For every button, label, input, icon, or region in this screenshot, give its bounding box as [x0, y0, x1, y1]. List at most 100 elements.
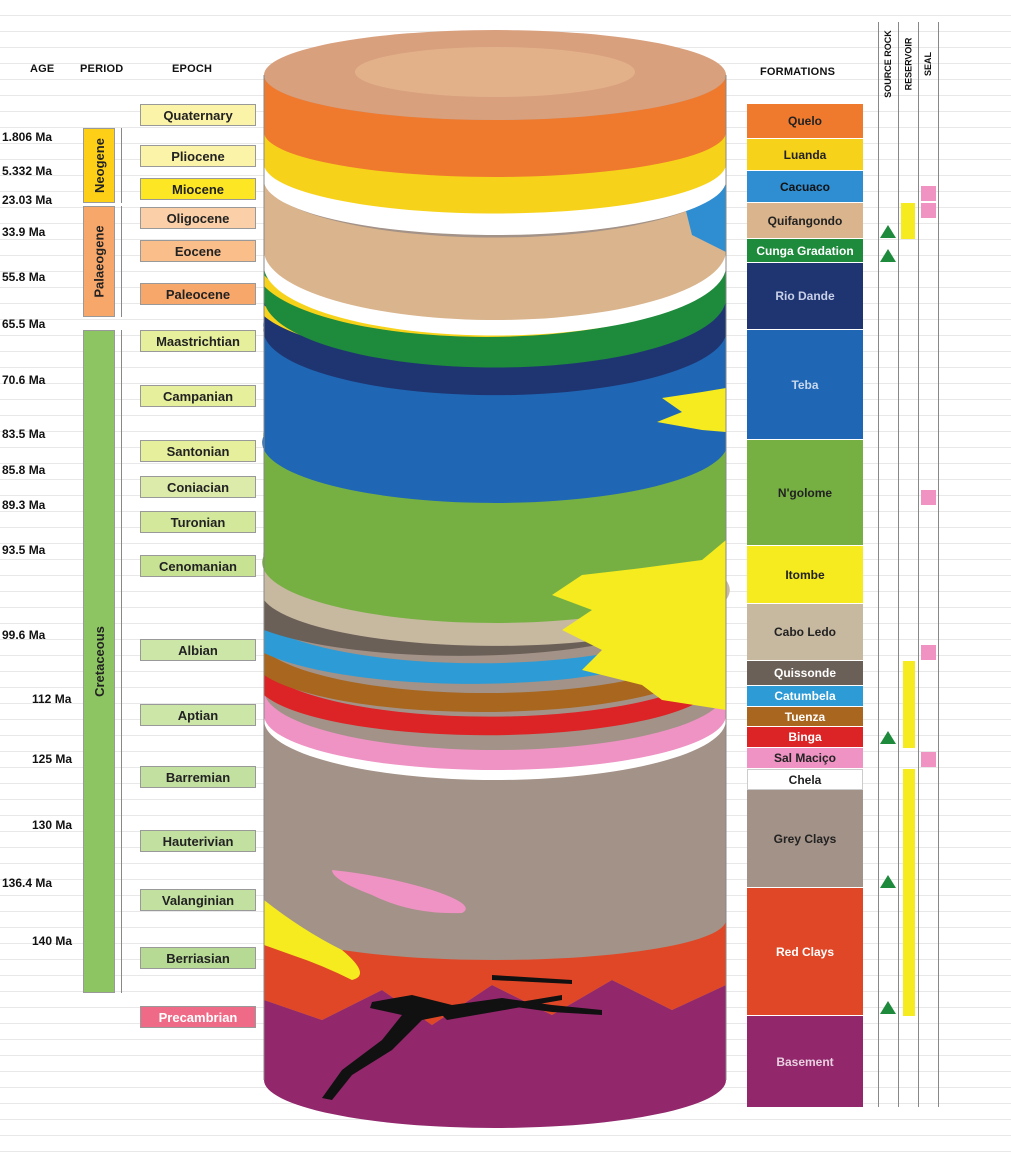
epoch-barremian: Barremian	[140, 766, 256, 788]
epoch-miocene: Miocene	[140, 178, 256, 200]
epoch-precambrian: Precambrian	[140, 1006, 256, 1028]
age-label: 140 Ma	[32, 934, 73, 948]
epoch-coniacian: Coniacian	[140, 476, 256, 498]
layer-binga	[264, 670, 702, 736]
layer-quelo	[264, 75, 726, 177]
age-label: 85.8 Ma	[2, 463, 46, 477]
layer-white-band	[263, 245, 726, 336]
age-label: 83.5 Ma	[2, 427, 46, 441]
age-label: 125 Ma	[32, 752, 73, 766]
source-rock-triangle-icon	[880, 225, 896, 238]
cylinder-outline	[263, 75, 727, 1080]
source-rock-triangle-icon	[880, 249, 896, 262]
epoch-turonian: Turonian	[140, 511, 256, 533]
epoch-aptian: Aptian	[140, 704, 256, 726]
age-label: 55.8 Ma	[2, 270, 46, 284]
column-divider	[938, 22, 939, 1107]
epoch-paleocene: Paleocene	[140, 283, 256, 305]
formation-teba: Teba	[747, 330, 863, 440]
source-rock-triangle-icon	[880, 875, 896, 888]
age-label: 136.4 Ma	[2, 876, 53, 890]
age-label: 89.3 Ma	[2, 498, 46, 512]
column-divider	[918, 22, 919, 1107]
formation-sal-macico: Sal Maciço	[747, 748, 863, 769]
layer-rio-dande	[263, 290, 726, 396]
period-palaeogene: Palaeogene	[83, 206, 115, 317]
layer-white-band-2	[263, 160, 726, 236]
age-label: 65.5 Ma	[2, 317, 46, 331]
period-cretaceous: Cretaceous	[83, 330, 115, 993]
cylinder-top-highlight	[355, 47, 635, 97]
seal-square-icon	[921, 645, 936, 660]
layer-teba-sand	[657, 388, 726, 432]
layer-cunga	[263, 260, 726, 368]
source-rock-triangle-icon	[880, 731, 896, 744]
formation-tuenza: Tuenza	[747, 707, 863, 727]
epoch-eocene: Eocene	[140, 240, 256, 262]
reservoir-bar-icon	[903, 661, 915, 748]
formation-cabo-ledo: Cabo Ledo	[747, 604, 863, 661]
layer-luanda	[263, 130, 726, 214]
layer-grey-clays-lens	[332, 870, 466, 914]
age-header: AGE	[30, 63, 55, 75]
formation-quifangondo: Quifangondo	[747, 203, 863, 239]
period-label: Palaeogene	[91, 225, 107, 298]
formation-rio-dande: Rio Dande	[747, 263, 863, 330]
formation-quelo: Quelo	[747, 104, 863, 139]
epoch-quaternary: Quaternary	[140, 104, 256, 126]
reservoir-bar-icon	[903, 769, 915, 1016]
age-label: 5.332 Ma	[2, 164, 53, 178]
source-rock-triangle-icon	[880, 1001, 896, 1014]
age-label: 70.6 Ma	[2, 373, 46, 387]
epoch-header: EPOCH	[172, 63, 213, 75]
formations-header: FORMATIONS	[760, 66, 836, 78]
epoch-oligocene: Oligocene	[140, 207, 256, 229]
period-neogene: Neogene	[83, 128, 115, 203]
formation-chela: Chela	[747, 769, 863, 790]
epoch-pliocene: Pliocene	[140, 145, 256, 167]
age-label: 93.5 Ma	[2, 543, 46, 557]
formation-cunga-gradation: Cunga Gradation	[747, 239, 863, 263]
seal-square-icon	[921, 752, 936, 767]
formation-basement: Basement	[747, 1016, 863, 1108]
layer-sal-macico	[264, 690, 726, 770]
epoch-valanginian: Valanginian	[140, 889, 256, 911]
age-label: 130 Ma	[32, 818, 73, 832]
formation-ngolome: N'golome	[747, 440, 863, 546]
period-header: PERIOD	[80, 63, 124, 75]
layer-red-clays	[264, 920, 726, 1025]
formation-quissonde: Quissonde	[747, 661, 863, 686]
seal-square-icon	[921, 203, 936, 218]
formation-grey-clays: Grey Clays	[747, 790, 863, 888]
formation-binga: Binga	[747, 727, 863, 748]
formation-itombe: Itombe	[747, 546, 863, 604]
layer-tuenza	[264, 650, 692, 712]
age-label: 1.806 Ma	[2, 130, 53, 144]
seal-square-icon	[921, 490, 936, 505]
layer-teba	[262, 320, 726, 503]
age-label: 99.6 Ma	[2, 628, 46, 642]
formation-cacuaco: Cacuaco	[747, 171, 863, 203]
layer-red-clays-sand	[264, 900, 360, 980]
layer-itombe-sand	[552, 540, 726, 710]
seal-header: SEAL	[923, 51, 934, 77]
period-label: Cretaceous	[91, 626, 107, 697]
palaeogene-bracket	[121, 206, 122, 317]
basement-fractures	[322, 975, 602, 1100]
column-divider	[878, 22, 879, 1107]
epoch-cenomanian: Cenomanian	[140, 555, 256, 577]
neogene-bracket	[121, 128, 122, 203]
formation-red-clays: Red Clays	[747, 888, 863, 1016]
formation-catumbela: Catumbela	[747, 686, 863, 707]
source-rock-header: SOURCE ROCK	[883, 30, 894, 98]
epoch-campanian: Campanian	[140, 385, 256, 407]
reservoir-bar-icon	[901, 203, 915, 239]
layer-catumbela	[264, 625, 662, 684]
epoch-maastrichtian: Maastrichtian	[140, 330, 256, 352]
seal-square-icon	[921, 186, 936, 201]
age-label: 33.9 Ma	[2, 225, 46, 239]
layer-basement	[264, 980, 726, 1128]
epoch-albian: Albian	[140, 639, 256, 661]
stratigraphic-column-illustration	[262, 30, 730, 1128]
age-label: 112 Ma	[32, 692, 72, 706]
